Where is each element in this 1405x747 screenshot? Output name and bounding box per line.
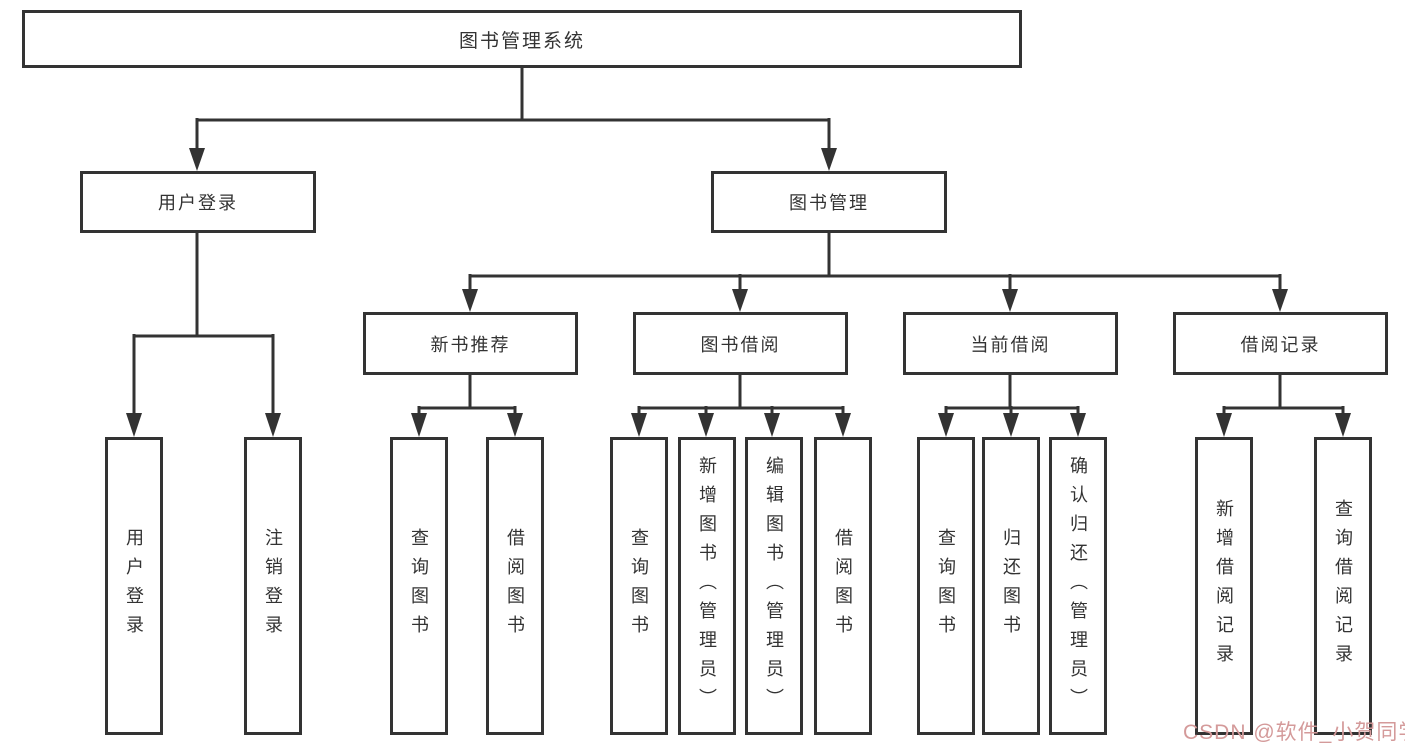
node-book-management-module: 图书管理	[711, 171, 947, 233]
leaf-label: 注销登录	[263, 528, 283, 644]
leaf-label: 查询图书	[629, 528, 649, 644]
node-leaf-add-book-admin: 新增图书（管理员）	[678, 437, 736, 735]
leaf-label: 归还图书	[1001, 528, 1021, 644]
leaf-label: 编辑图书（管理员）	[764, 455, 784, 717]
node-leaf-add-borrow-record: 新增借阅记录	[1195, 437, 1253, 735]
leaf-label: 用户登录	[124, 528, 144, 644]
leaf-label: 查询借阅记录	[1333, 499, 1353, 673]
leaf-label: 查询图书	[936, 528, 956, 644]
connector-book-borrow-to-children	[631, 375, 851, 437]
node-new-book-recommend: 新书推荐	[363, 312, 578, 375]
node-root-system: 图书管理系统	[22, 10, 1022, 68]
node-leaf-logout: 注销登录	[244, 437, 302, 735]
leaf-label: 新增借阅记录	[1214, 499, 1234, 673]
connector-user-login-to-children	[126, 233, 281, 437]
leaf-label: 借阅图书	[833, 528, 853, 644]
node-leaf-return-book: 归还图书	[982, 437, 1040, 735]
node-leaf-query-borrow-record: 查询借阅记录	[1314, 437, 1372, 735]
node-leaf-query-book-3: 查询图书	[917, 437, 975, 735]
node-leaf-borrow-book-2: 借阅图书	[814, 437, 872, 735]
connector-book-management-to-level3	[462, 233, 1288, 312]
node-leaf-query-book-1: 查询图书	[390, 437, 448, 735]
leaf-label: 确认归还（管理员）	[1068, 455, 1088, 717]
leaf-label: 新增图书（管理员）	[697, 455, 717, 717]
connector-new-book-to-children	[411, 375, 523, 437]
node-leaf-borrow-book-1: 借阅图书	[486, 437, 544, 735]
connector-root-to-level2	[189, 68, 837, 171]
leaf-label: 查询图书	[409, 528, 429, 644]
node-leaf-edit-book-admin: 编辑图书（管理员）	[745, 437, 803, 735]
node-leaf-user-login: 用户登录	[105, 437, 163, 735]
node-borrow-record: 借阅记录	[1173, 312, 1388, 375]
csdn-watermark: CSDN @软件_小贺同学	[1183, 721, 1405, 744]
connector-current-borrow-to-children	[938, 375, 1086, 437]
node-current-borrow: 当前借阅	[903, 312, 1118, 375]
leaf-label: 借阅图书	[505, 528, 525, 644]
node-leaf-confirm-return-admin: 确认归还（管理员）	[1049, 437, 1107, 735]
node-user-login-module: 用户登录	[80, 171, 316, 233]
node-book-borrow: 图书借阅	[633, 312, 848, 375]
connector-borrow-record-to-children	[1216, 375, 1351, 437]
node-leaf-query-book-2: 查询图书	[610, 437, 668, 735]
